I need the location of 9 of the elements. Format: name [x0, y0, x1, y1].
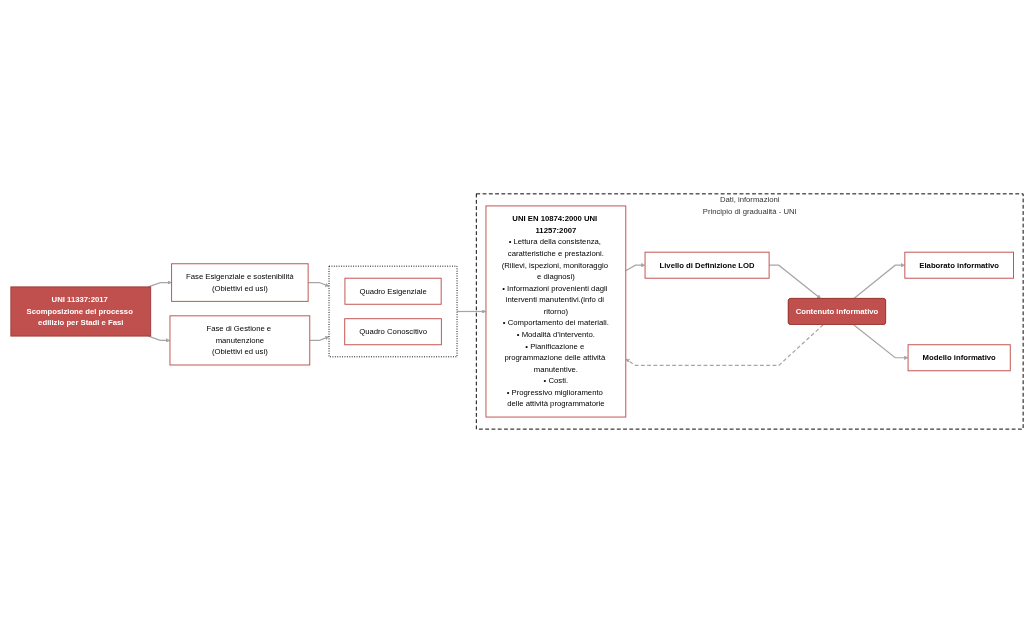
arrow [853, 263, 906, 300]
arrow [768, 264, 822, 299]
cluster [328, 265, 458, 358]
arrow [853, 324, 909, 360]
arrow [625, 263, 646, 272]
arrow [456, 309, 487, 314]
arrow [307, 281, 330, 287]
arrow [625, 324, 824, 367]
arrow [309, 336, 330, 342]
